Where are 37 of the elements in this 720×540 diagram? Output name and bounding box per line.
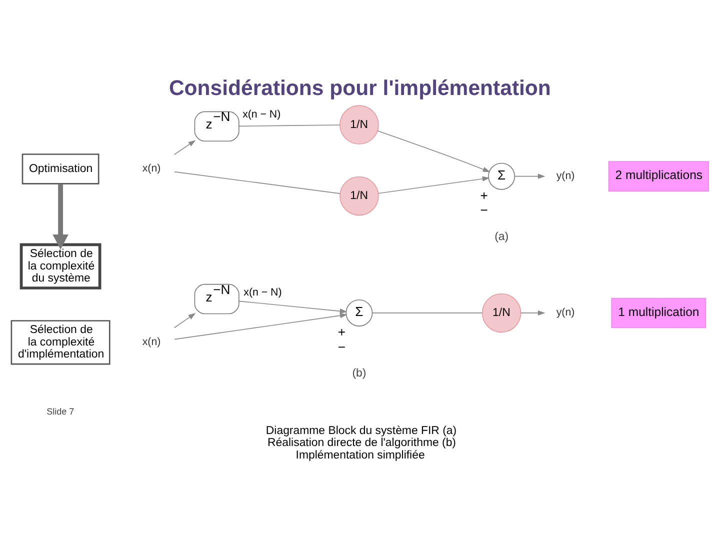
node-box: Sélection de la complexité d'implémentation [10, 320, 110, 365]
label: (a) [494, 230, 509, 243]
node-box: 1 multiplication [611, 298, 706, 328]
node-text: y(n) [556, 170, 575, 182]
node-box: Sélection de la complexité du système [20, 243, 102, 290]
node-circle: Σ [346, 299, 373, 326]
node-label: + [480, 188, 488, 203]
node-circle: 1/N [482, 293, 522, 333]
node-circle: 1/N [340, 105, 379, 144]
node-text: x(n) [142, 336, 161, 348]
edge-label: x(n − N) [242, 108, 281, 121]
connector [238, 124, 340, 127]
node-box: Optimisation [22, 154, 100, 184]
connector [174, 171, 340, 194]
arrow [174, 313, 196, 328]
diagram-title: Considérations pour l'implémentation [168, 76, 551, 100]
label: (b) [352, 368, 366, 380]
node-label: − [480, 202, 488, 218]
arrow [514, 174, 546, 179]
caption: Diagramme Block du système FIR (a) Réalisation directe de l'algorithme (b) Implémentation simplifiée [266, 424, 457, 462]
edge-label: x(n − N) [244, 286, 282, 298]
arrow [174, 313, 348, 340]
arrow [238, 300, 348, 314]
arrow [520, 310, 546, 316]
arrow [52, 184, 68, 250]
node-label: + [338, 324, 346, 340]
node-label: − [338, 339, 346, 354]
node-circle: Σ [488, 162, 516, 190]
node-text: x(n) [142, 162, 161, 175]
arrow [378, 176, 490, 194]
node-circle: 1/N [340, 176, 379, 216]
arrow [377, 130, 490, 172]
node-text: y(n) [556, 306, 575, 319]
label: Slide 7 [46, 406, 74, 416]
node-box: 2 multiplications [608, 161, 709, 192]
connector [372, 312, 483, 314]
arrow [174, 140, 196, 155]
